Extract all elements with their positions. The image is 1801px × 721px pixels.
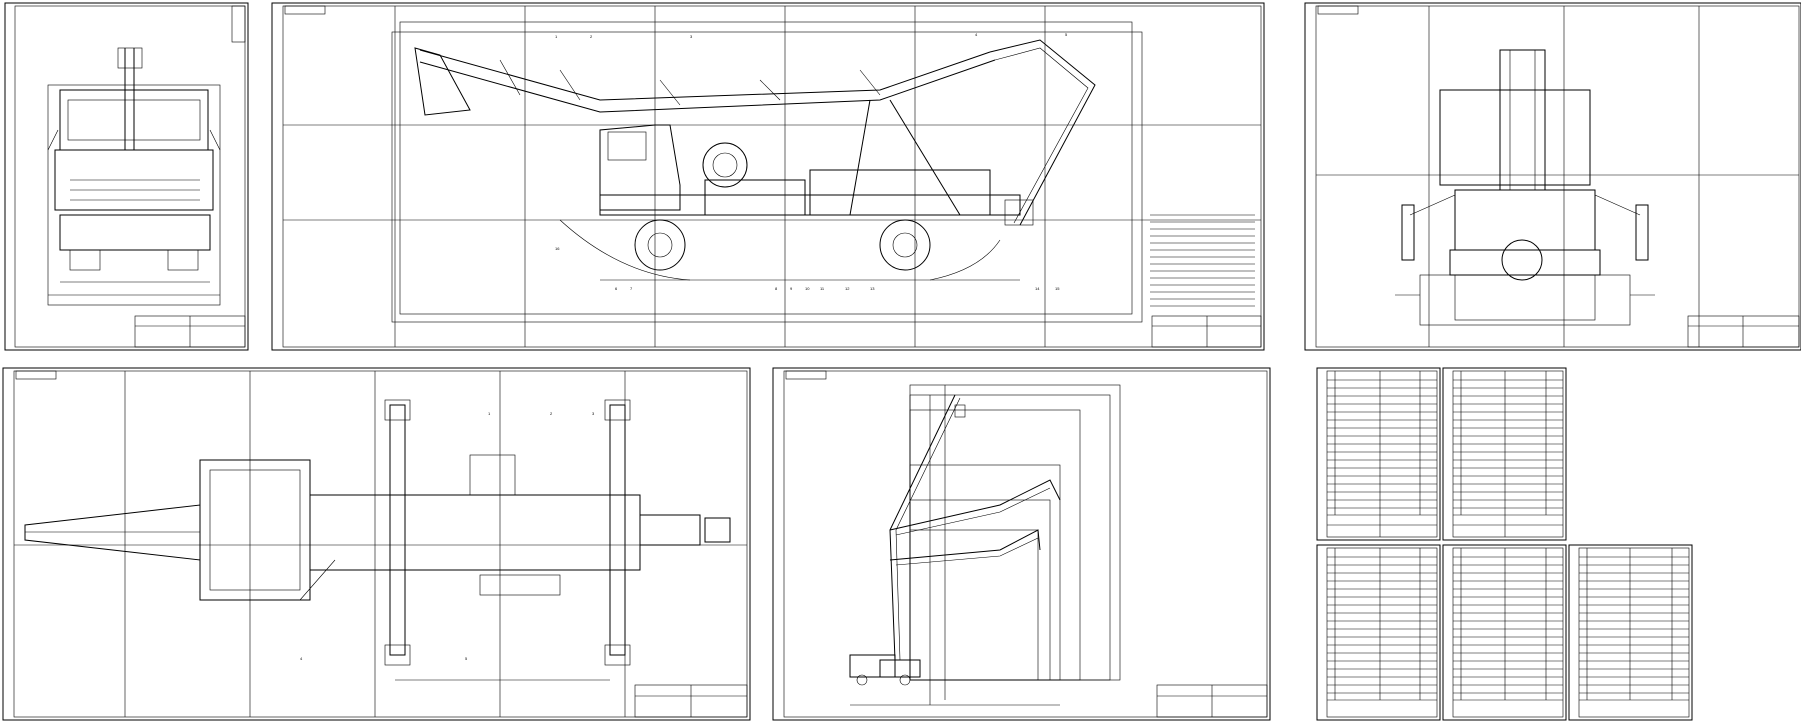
leader-label: 4 — [300, 656, 303, 661]
leader-label: 5 — [1065, 32, 1068, 37]
leader-label: 1 — [555, 34, 558, 39]
sheet-rear-view — [1304, 2, 1801, 351]
sheet-tag-box — [785, 370, 827, 380]
truck-top-drawing — [24, 399, 731, 681]
leader-label: 2 — [550, 411, 553, 416]
sheet-tag-box — [1317, 5, 1359, 15]
leader-label: 11 — [820, 286, 825, 291]
spec-sheet-2 — [1442, 367, 1567, 541]
sheet-tag-box — [284, 5, 326, 15]
leader-label: 15 — [1055, 286, 1060, 291]
leader-label: 4 — [975, 32, 978, 37]
leader-label: 3 — [592, 411, 595, 416]
sheet-top-view: 1 2 3 4 5 — [2, 367, 751, 721]
truck-rear-drawing — [1395, 49, 1655, 326]
spec-rows — [1327, 387, 1689, 694]
leader-label: 16 — [555, 246, 560, 251]
spec-sheet-3 — [1316, 544, 1441, 721]
title-block — [1151, 315, 1262, 348]
spec-sheet-4 — [1442, 544, 1567, 721]
spec-sheet-5 — [1568, 544, 1693, 721]
top-view-leader-labels: 1 2 3 4 5 — [300, 411, 595, 661]
leader-label: 12 — [845, 286, 850, 291]
title-block — [1687, 315, 1800, 348]
leader-label: 13 — [870, 286, 875, 291]
leader-label: 9 — [790, 286, 793, 291]
boom-truck-side-drawing — [414, 39, 1096, 281]
truck-front-drawing — [47, 47, 221, 296]
spec-sheet-1 — [1316, 367, 1441, 541]
side-view-leader-labels: 1 2 3 4 5 6 7 8 9 10 11 12 13 14 15 16 — [555, 32, 1068, 291]
leader-label: 10 — [805, 286, 810, 291]
leader-label: 14 — [1035, 286, 1040, 291]
leader-label: 1 — [488, 411, 491, 416]
sheet-tag-box — [231, 5, 246, 43]
sheet-working-zones — [772, 367, 1271, 721]
leader-label: 3 — [690, 34, 693, 39]
sheet-front-view — [4, 2, 249, 351]
leader-label: 7 — [630, 286, 633, 291]
leader-label: 6 — [615, 286, 618, 291]
sheet-side-view: 1 2 3 4 5 6 7 8 9 10 11 12 13 14 15 16 — [271, 2, 1265, 351]
boom-reach-diagram — [849, 384, 1121, 706]
leader-label: 2 — [590, 34, 593, 39]
side-view-notes — [1150, 214, 1255, 307]
leader-label: 8 — [775, 286, 778, 291]
leader-label: 5 — [465, 656, 468, 661]
sheet-tag-box — [15, 370, 57, 380]
